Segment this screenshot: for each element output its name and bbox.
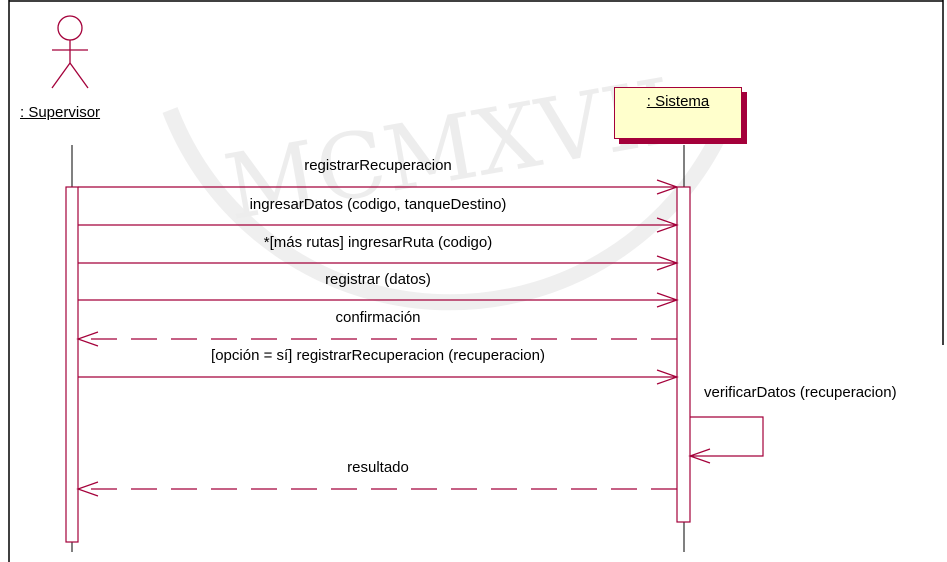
arrowhead-7 (688, 448, 711, 464)
message-line-7 (690, 416, 764, 457)
arrowhead-1 (656, 179, 679, 195)
actor-name: : Supervisor (20, 104, 101, 121)
activation-sistema (676, 186, 691, 523)
activation-supervisor (65, 186, 79, 543)
arrowhead-8 (76, 481, 99, 497)
message-label-3: *[más rutas] ingresarRuta (codigo) (263, 234, 493, 251)
message-label-8: resultado (347, 459, 409, 476)
message-label-6: [opción = sí] registrarRecuperacion (rec… (211, 347, 545, 364)
arrowhead-5 (76, 331, 99, 347)
message-label-5: confirmación (335, 309, 421, 326)
object-box-sistema: : Sistema (614, 87, 742, 139)
arrowhead-6 (656, 369, 679, 385)
object-name: : Sistema (646, 93, 710, 110)
arrowhead-4 (656, 292, 679, 308)
message-label-7: verificarDatos (recuperacion) (704, 384, 897, 401)
message-label-2: ingresarDatos (codigo, tanqueDestino) (249, 196, 507, 213)
message-label-1: registrarRecuperacion (304, 157, 452, 174)
message-label-4: registrar (datos) (325, 271, 431, 288)
arrowhead-3 (656, 255, 679, 271)
arrowhead-2 (656, 217, 679, 233)
